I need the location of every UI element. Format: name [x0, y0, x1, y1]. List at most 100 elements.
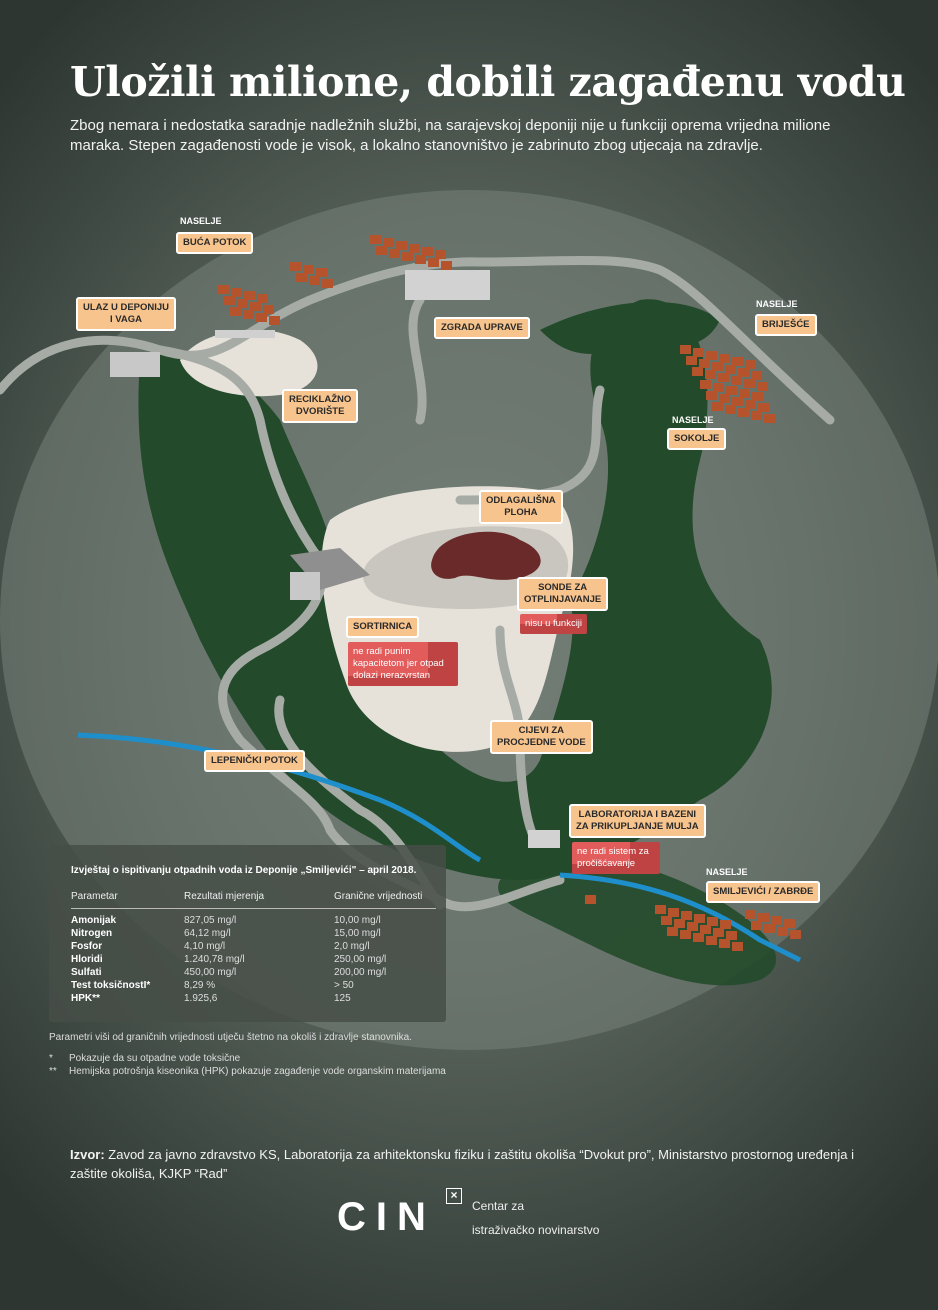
house [726, 386, 737, 395]
label-line: DVORIŠTE [295, 406, 345, 417]
house [777, 927, 788, 936]
naselje-label: NASELJE [756, 299, 798, 309]
house [680, 930, 691, 939]
footnote-mark: ** [49, 1066, 57, 1077]
label-line: LABORATORIJA I BAZENI [578, 809, 697, 820]
house [725, 365, 736, 374]
house [422, 247, 433, 256]
intro-text: Zbog nemara i nedostatka saradnje nadlež… [70, 117, 831, 154]
table-cell: Fosfor [71, 941, 103, 952]
buildings [110, 270, 560, 848]
label-line: CIJEVI ZA [518, 725, 565, 736]
house [250, 302, 261, 311]
col-header: Granične vrijednosti [334, 891, 423, 902]
label-line: OTPLINJAVANJE [524, 594, 602, 605]
house [758, 403, 769, 412]
table-cell: 4,10 mg/l [184, 941, 226, 952]
houses [218, 235, 801, 951]
note-sonde: nisu u funkciji [520, 614, 588, 634]
house [257, 294, 268, 303]
house [256, 313, 267, 322]
house [751, 921, 762, 930]
col-header: Parametar [71, 891, 118, 902]
house [693, 348, 704, 357]
footnote-text: Hemijska potrošnja kiseonika (HPK) pokaz… [69, 1066, 446, 1077]
house [243, 310, 254, 319]
house [706, 351, 717, 360]
footnote-mark: * [49, 1053, 53, 1064]
house [237, 299, 248, 308]
house [316, 268, 327, 277]
naselje-label: NASELJE [180, 216, 222, 226]
house [402, 252, 413, 261]
note-line: ne radi punim [353, 646, 411, 657]
house [383, 238, 394, 247]
house [585, 895, 596, 904]
table-cell: Sulfati [71, 967, 102, 978]
house [719, 939, 730, 948]
table-cell: 250,00 mg/l [334, 954, 387, 965]
table-cell: > 50 [334, 980, 354, 991]
naselje-label: NASELJE [706, 867, 748, 877]
waste-heap [431, 531, 541, 580]
house [290, 262, 301, 271]
house [655, 905, 666, 914]
table-cell: Hloridi [71, 954, 103, 965]
divider [71, 908, 436, 909]
house [744, 379, 755, 388]
house [719, 354, 730, 363]
table-cell: 200,00 mg/l [334, 967, 387, 978]
house [692, 367, 703, 376]
house [263, 305, 274, 314]
label-lepenicki-potok: LEPENIČKI POTOK [204, 750, 305, 772]
forest-west [138, 299, 772, 880]
house [706, 391, 717, 400]
house [680, 345, 691, 354]
house [732, 357, 743, 366]
house [376, 246, 387, 255]
house [686, 356, 697, 365]
house [771, 916, 782, 925]
house [718, 373, 729, 382]
report-title: Izvještaj o ispitivanju otpadnih voda iz… [71, 865, 417, 876]
label-line: SONDE ZA [538, 582, 588, 593]
label-smiljevici: SMILJEVIĆI / ZABRĐE [706, 881, 821, 903]
house [700, 925, 711, 934]
house [661, 916, 672, 925]
forest-southeast [498, 857, 777, 986]
label-line: PROCJEDNE VODE [497, 737, 586, 748]
house [681, 911, 692, 920]
house [751, 411, 762, 420]
source-label: Izvor: [70, 1147, 105, 1162]
note-line: kapacitetom jer otpad [353, 658, 444, 669]
label-line: ULAZ U DEPONIJU [83, 302, 170, 313]
house [739, 389, 750, 398]
table-cell: 125 [334, 993, 351, 1004]
note-main: Parametri viši od graničnih vrijednosti … [49, 1032, 412, 1043]
logo-x-icon: × [446, 1188, 462, 1204]
house [707, 917, 718, 926]
house [790, 930, 801, 939]
col-header: Rezultati mjerenja [184, 891, 265, 902]
house [269, 316, 280, 325]
naselje-label: NASELJE [672, 415, 714, 425]
house [389, 249, 400, 258]
house [441, 261, 452, 270]
house [712, 362, 723, 371]
house [738, 408, 749, 417]
house [705, 370, 716, 379]
house [296, 273, 307, 282]
house [757, 382, 768, 391]
table-cell: Amonijak [71, 915, 117, 926]
house [224, 296, 235, 305]
table-cell: 64,12 mg/l [184, 928, 231, 939]
house [719, 394, 730, 403]
house [396, 241, 407, 250]
house [303, 265, 314, 274]
house [409, 244, 420, 253]
